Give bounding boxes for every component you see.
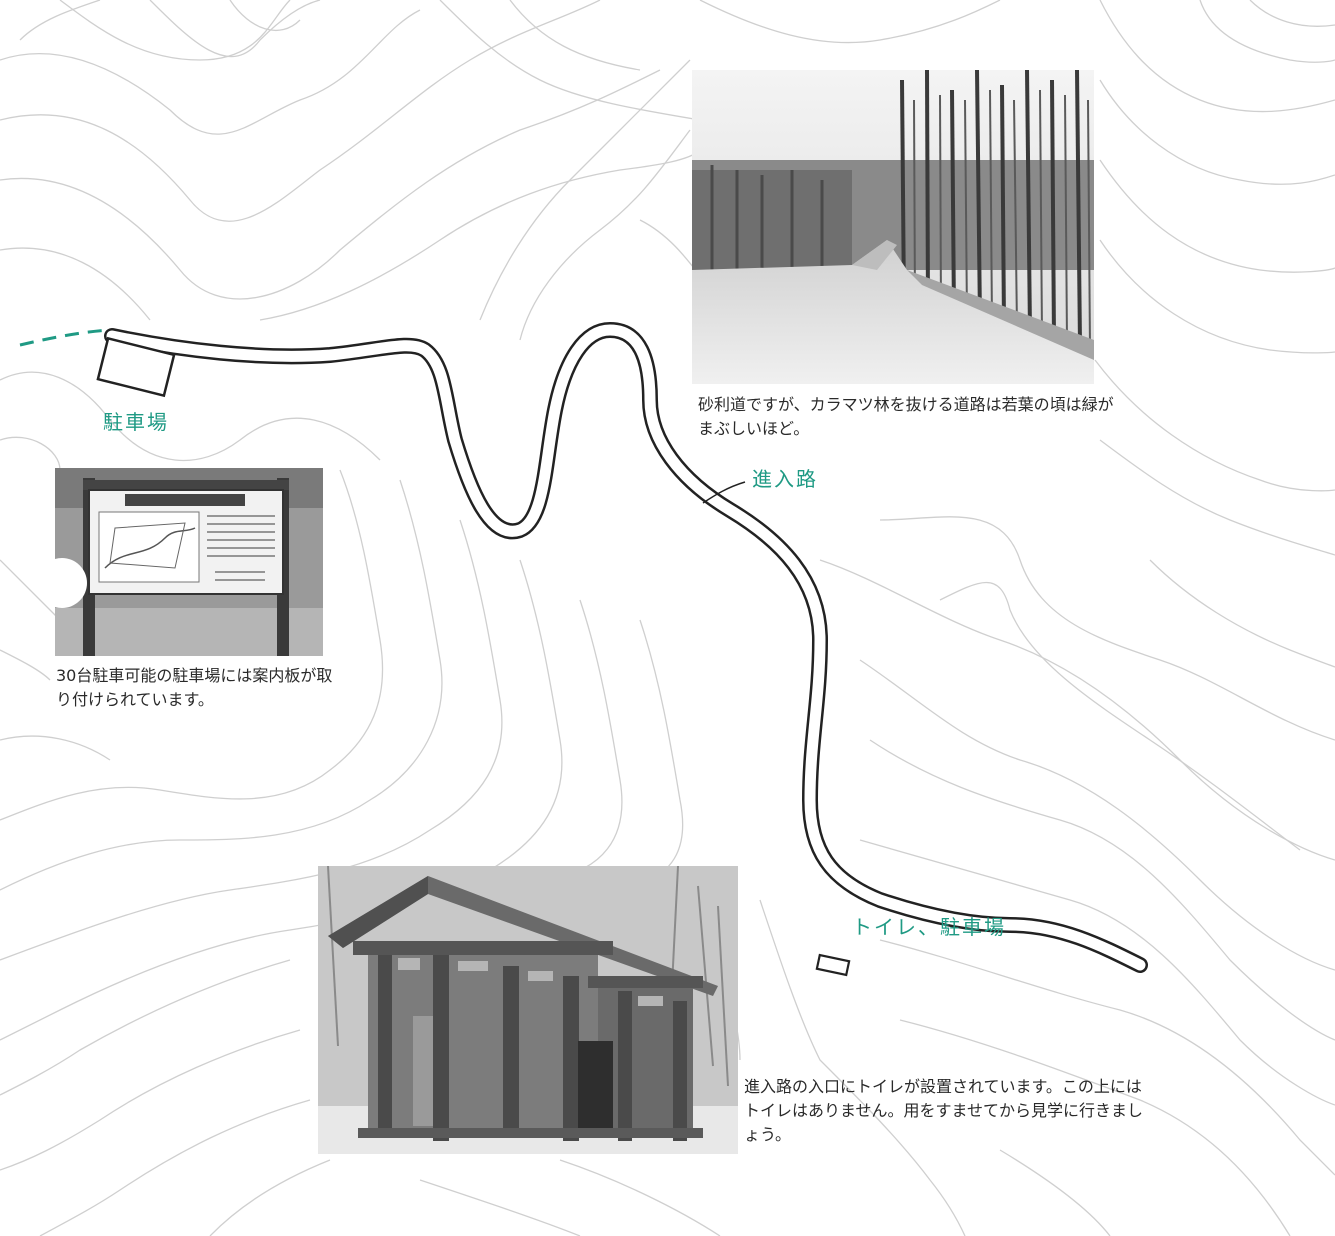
trail-dashed-line — [19, 328, 111, 347]
label-access-road: 進入路 — [752, 467, 818, 491]
caption-toilet-photo: 進入路の入口にトイレが設置されています。この上にはトイレはありません。用をすませ… — [744, 1077, 1144, 1144]
caption-parking-photo: 30台駐車可能の駐車場には案内板が取り付けられています。 — [56, 666, 333, 709]
toilet-building-photo — [318, 866, 738, 1154]
forest-road-photo — [692, 70, 1094, 384]
toilet-parking-shape — [815, 953, 851, 977]
label-parking: 駐車場 — [103, 410, 169, 434]
signboard-photo — [55, 468, 323, 656]
access-road-leader-line — [702, 481, 746, 504]
access-road — [104, 322, 1148, 973]
label-toilet-parking: トイレ、駐車場 — [852, 915, 1006, 939]
caption-road-photo: 砂利道ですが、カラマツ林を抜ける道路は若葉の頃は緑がまぶしいほど。 — [698, 395, 1114, 438]
parking-lot-shape — [96, 336, 176, 398]
